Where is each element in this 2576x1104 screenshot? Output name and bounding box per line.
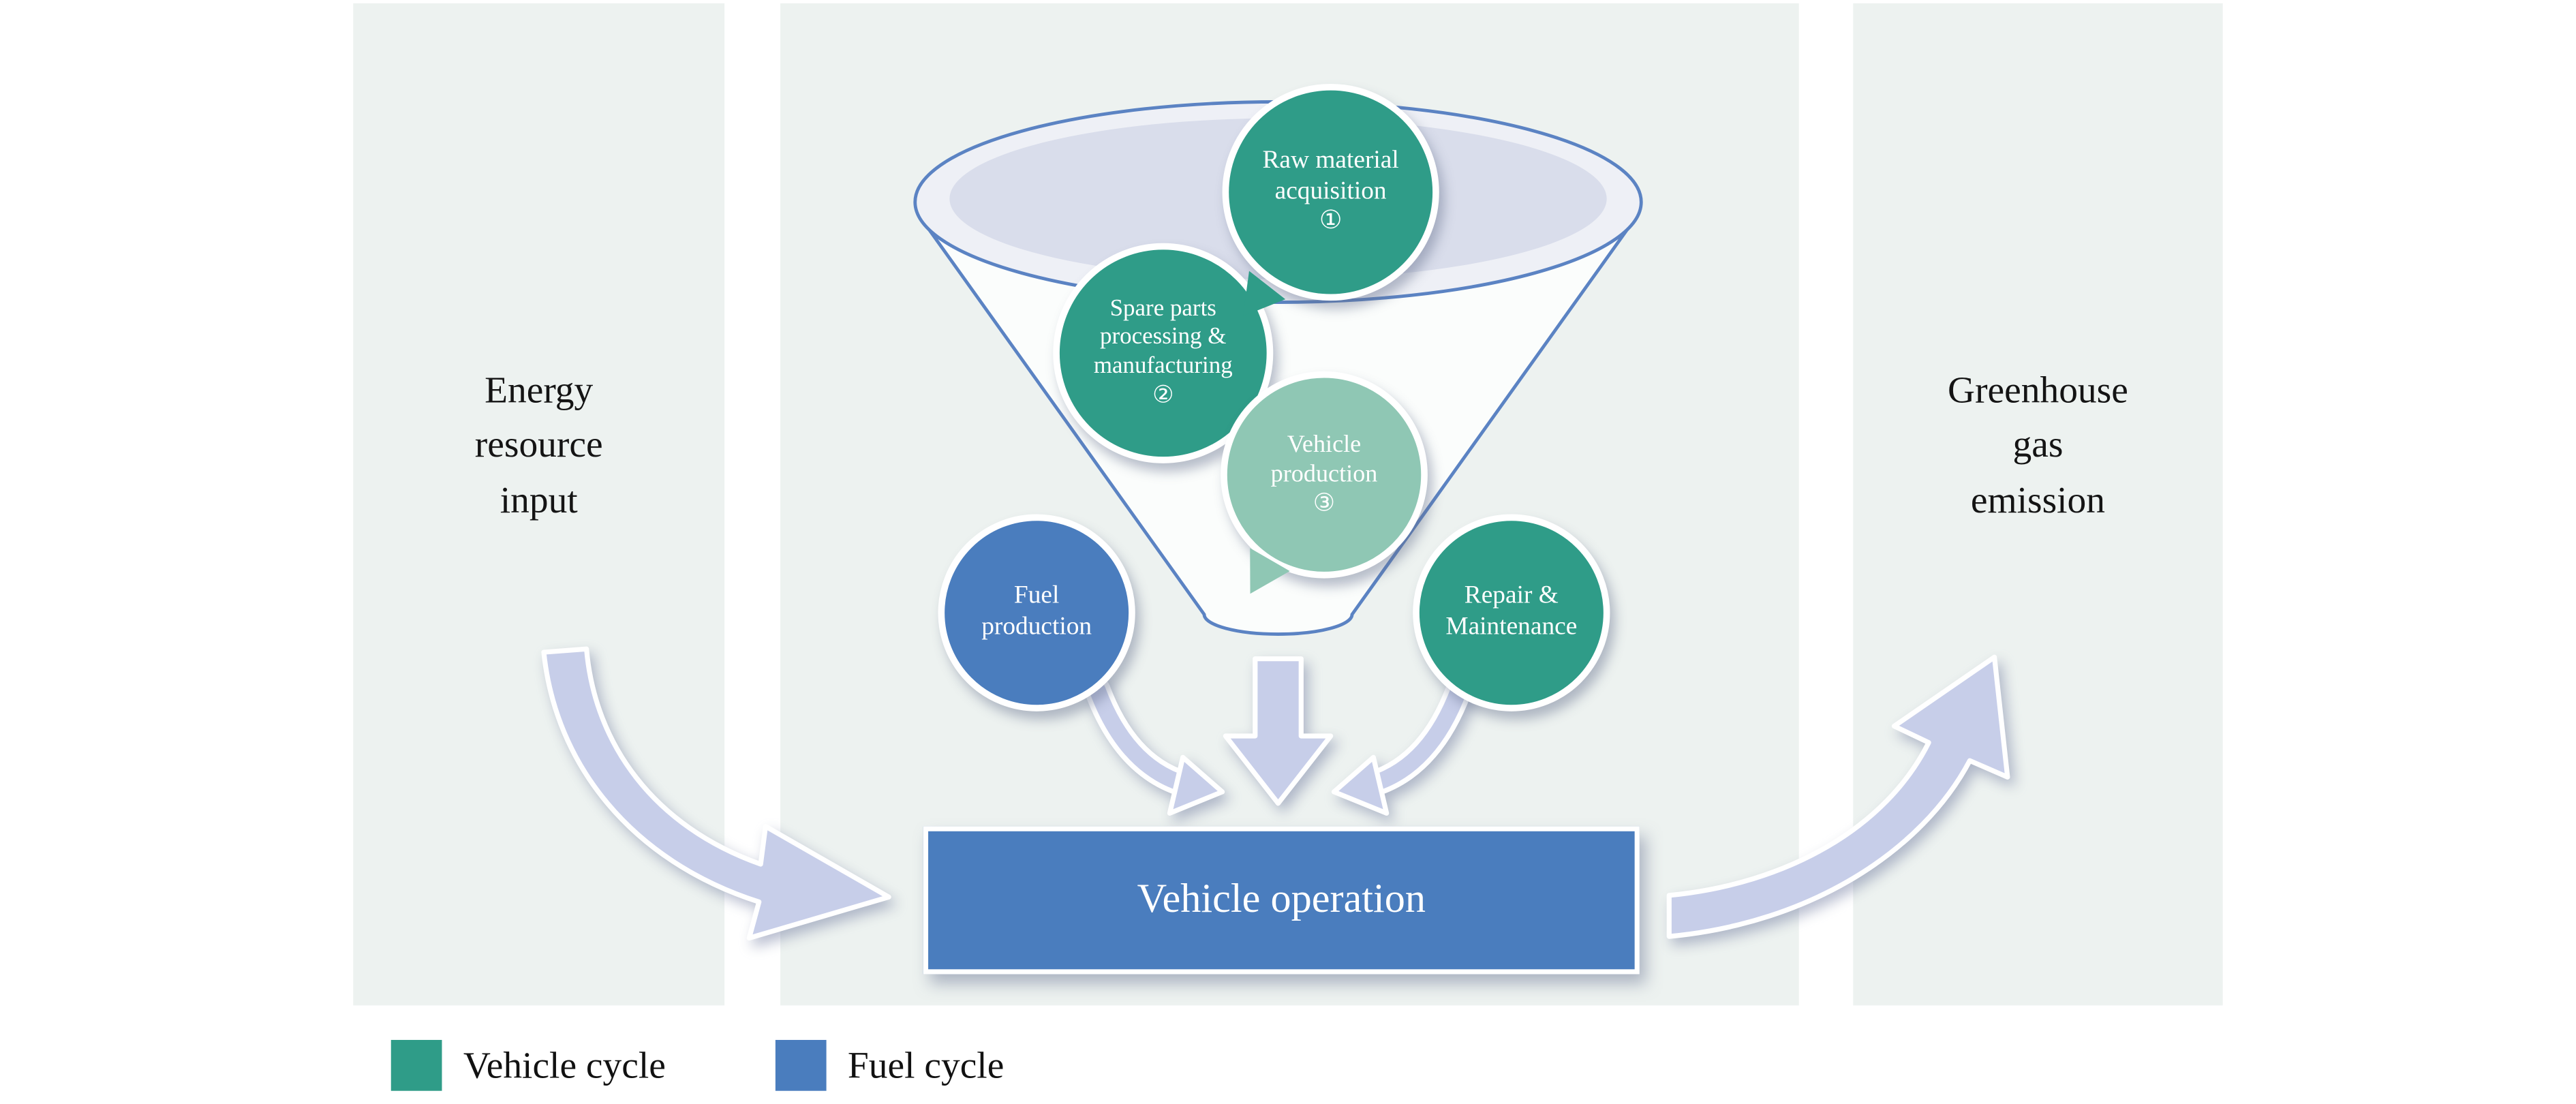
fuel-cycle-swatch: [775, 1039, 827, 1091]
fuel-production-label: Fuel production: [981, 581, 1092, 641]
repair-maintenance-label: Repair & Maintenance: [1445, 581, 1578, 641]
raw-material-bubble: Raw material acquisition ①: [1222, 83, 1439, 331]
funnel-down-arrow: [1223, 656, 1334, 806]
vehicle-operation-label: Vehicle operation: [1137, 877, 1426, 922]
vehicle-cycle-swatch: [390, 1039, 442, 1091]
vehicle-operation-box: Vehicle operation: [923, 826, 1640, 975]
raw-material-label: Raw material acquisition ①: [1262, 145, 1399, 236]
vehicle-cycle-label: Vehicle cycle: [463, 1043, 666, 1086]
fuel-to-operation-arrow: [1084, 677, 1225, 816]
repair-to-operation-arrow: [1331, 677, 1472, 816]
vehicle-production-label: Vehicle production ③: [1270, 431, 1378, 518]
vehicle-production-bubble: Vehicle production ③: [1221, 371, 1428, 606]
fuel-cycle-label: Fuel cycle: [847, 1043, 1005, 1086]
spare-parts-label: Spare parts processing & manufacturing ②: [1093, 295, 1233, 409]
ghg-emission-label: Greenhouse gas emission: [1948, 369, 2128, 521]
legend-item-vehicle-cycle: Vehicle cycle: [390, 1039, 666, 1091]
output-flow-arrow: [1666, 654, 2010, 939]
energy-input-panel: Energy resource input: [353, 3, 725, 1006]
ghg-emission-panel: Greenhouse gas emission: [1853, 3, 2223, 1006]
fuel-production-bubble: Fuel production: [938, 514, 1135, 711]
repair-maintenance-bubble: Repair & Maintenance: [1413, 514, 1610, 711]
energy-input-label: Energy resource input: [474, 369, 603, 521]
legend-item-fuel-cycle: Fuel cycle: [775, 1039, 1005, 1091]
input-flow-arrow: [541, 646, 891, 941]
